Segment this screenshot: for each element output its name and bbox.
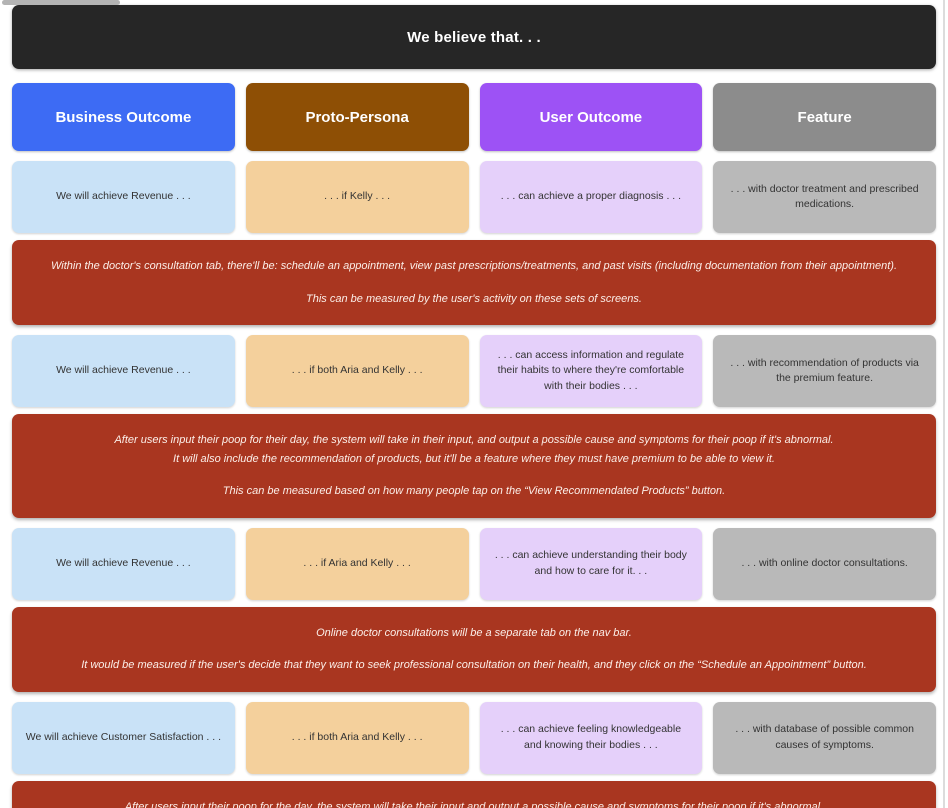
hypothesis-card[interactable]: We will achieve Revenue . . . [12,161,235,233]
column-header-feature[interactable]: Feature [713,83,936,151]
hypothesis-card[interactable]: . . . with doctor treatment and prescrib… [713,161,936,233]
measurement-banner-text: It will also include the recommendation … [173,452,775,465]
hypothesis-card[interactable]: We will achieve Customer Satisfaction . … [12,701,235,774]
hypothesis-card-text: . . . can access information and regulat… [497,349,685,392]
hypothesis-card[interactable]: . . . with database of possible common c… [713,701,936,774]
measurement-banner-text: It would be measured if the user's decid… [81,659,867,671]
hypothesis-card-text: We will achieve Revenue . . . [56,190,191,203]
vertical-scrollbar-track[interactable] [943,0,945,808]
column-header-label: User Outcome [539,108,643,126]
measurement-banner-3[interactable]: Online doctor consultations will be a se… [12,606,936,692]
measurement-banner-paragraph: Within the doctor's consultation tab, th… [40,256,908,277]
hypothesis-card-text: We will achieve Revenue . . . [56,556,191,569]
hypothesis-card-text: . . . with doctor treatment and prescrib… [730,182,919,210]
hypothesis-card-text: . . . with online doctor consultations. [741,556,908,569]
measurement-banner-paragraph: Online doctor consultations will be a se… [40,623,908,644]
belief-banner-card[interactable]: We believe that. . . [12,5,936,69]
hypothesis-cards-row-3: We will achieve Revenue . . . . . . if A… [12,527,936,600]
hypothesis-card[interactable]: . . . if Aria and Kelly . . . [245,527,469,600]
hypothesis-card[interactable]: . . . if Kelly . . . [245,161,469,233]
measurement-banner-paragraph: After users input their poop for the day… [40,797,908,808]
hypothesis-card-text: . . . can achieve feeling knowledgeable … [500,723,682,751]
measurement-banner-text: After users input their poop for their d… [114,434,834,446]
hypothesis-card[interactable]: . . . can achieve a proper diagnosis . .… [479,161,703,233]
hypothesis-card-text: . . . with database of possible common c… [735,723,914,751]
measurement-banner-4[interactable]: After users input their poop for the day… [12,780,936,808]
hypothesis-card-text: . . . if both Aria and Kelly . . . [291,730,423,743]
hypothesis-card-text: . . . if Aria and Kelly . . . [303,556,411,569]
hypothesis-cards-row-2: We will achieve Revenue . . . . . . if b… [12,335,936,407]
hypothesis-card-text: . . . can achieve understanding their bo… [494,549,687,577]
measurement-banner-2[interactable]: After users input their poop for their d… [12,414,936,518]
hypothesis-card-text: . . . if Kelly . . . [324,190,391,203]
horizontal-scrollbar-thumb[interactable] [2,0,120,5]
measurement-banner-paragraph: It would be measured if the user's decid… [40,655,908,676]
hypothesis-card[interactable]: We will achieve Revenue . . . [12,335,235,407]
column-header-business-outcome[interactable]: Business Outcome [12,83,235,151]
hypothesis-card[interactable]: . . . if both Aria and Kelly . . . [245,335,469,407]
measurement-banner-text: This can be measured based on how many p… [222,485,726,497]
hypothesis-card[interactable]: . . . with recommendation of products vi… [713,335,936,407]
measurement-banner-text: After users input their poop for the day… [124,800,824,808]
hypothesis-card[interactable]: We will achieve Revenue . . . [12,527,235,600]
measurement-banner-1[interactable]: Within the doctor's consultation tab, th… [12,240,936,325]
measurement-banner-text: This can be measured by the user's activ… [306,292,642,305]
column-headers-row: Business Outcome Proto-Persona User Outc… [12,83,936,151]
hypothesis-card[interactable]: . . . can access information and regulat… [479,335,703,407]
measurement-banner-text: Within the doctor's consultation tab, th… [50,260,898,272]
column-header-proto-persona[interactable]: Proto-Persona [245,83,469,151]
hypothesis-card[interactable]: . . . with online doctor consultations. [713,527,936,600]
measurement-banner-text: Online doctor consultations will be a se… [316,626,632,639]
hypothesis-card-text: . . . can achieve a proper diagnosis . .… [500,190,682,203]
column-header-label: Feature [797,108,852,126]
column-header-label: Proto-Persona [305,108,409,126]
hypothesis-cards-row-1: We will achieve Revenue . . . . . . if K… [12,161,936,233]
hypothesis-cards-row-4: We will achieve Customer Satisfaction . … [12,701,936,774]
hypothesis-card[interactable]: . . . if both Aria and Kelly . . . [245,701,469,774]
column-header-label: Business Outcome [55,108,192,126]
hypothesis-card-text: . . . if both Aria and Kelly . . . [291,364,423,377]
hypothesis-rows-container: We will achieve Revenue . . . . . . if K… [12,161,936,808]
hypothesis-card[interactable]: . . . can achieve feeling knowledgeable … [479,701,703,774]
measurement-banner-paragraph: This can be measured by the user's activ… [40,289,908,310]
measurement-banner-paragraph: This can be measured based on how many p… [40,481,908,502]
hypothesis-card-text: We will achieve Revenue . . . [56,364,191,377]
measurement-banner-paragraph: After users input their poop for their d… [40,430,908,469]
column-header-user-outcome[interactable]: User Outcome [479,83,703,151]
belief-banner-title: We believe that. . . [407,28,541,46]
hypothesis-card[interactable]: . . . can achieve understanding their bo… [479,527,703,600]
hypothesis-card-text: . . . with recommendation of products vi… [730,356,919,384]
hypothesis-card-text: We will achieve Customer Satisfaction . … [25,730,222,743]
